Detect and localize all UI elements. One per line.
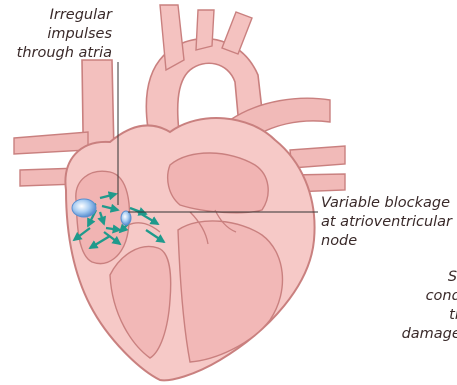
atria-label-line-3: through atria bbox=[17, 44, 112, 63]
av-label-line-2: at atrioventricular bbox=[321, 213, 452, 232]
left-ventricle bbox=[178, 221, 282, 362]
slow-label-line-4: damaged bbox=[350, 325, 457, 344]
slow-conduction-label: Slo condu thr damaged bbox=[350, 268, 457, 344]
slow-label-line-1: Slo bbox=[350, 268, 457, 287]
sa-node bbox=[72, 199, 96, 217]
av-label-line-3: node bbox=[321, 232, 452, 251]
av-label-line-1: Variable blockage bbox=[321, 194, 452, 213]
slow-label-line-3: thr bbox=[350, 306, 457, 325]
atria-impulses-label: Irregular impulses through atria bbox=[17, 6, 112, 63]
av-blockage-label: Variable blockage at atrioventricular no… bbox=[321, 194, 452, 251]
av-node bbox=[121, 211, 131, 225]
atria-label-line-2: impulses bbox=[17, 25, 112, 44]
slow-label-line-2: condu bbox=[350, 287, 457, 306]
atria-label-line-1: Irregular bbox=[17, 6, 112, 25]
